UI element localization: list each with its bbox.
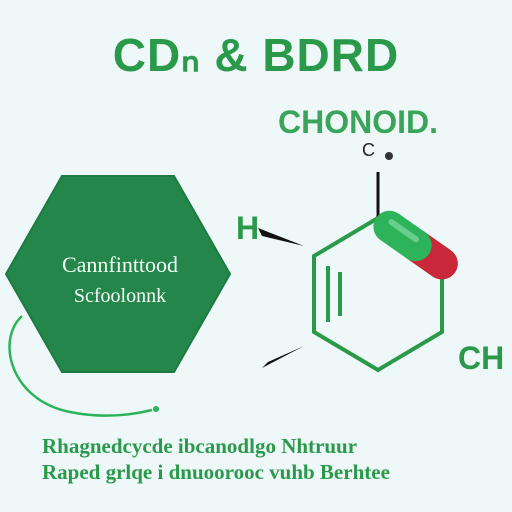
caption-line2: Raped grlqe i dnuoorooc vuhb Berhtee — [42, 460, 390, 484]
hexagon-text-line2: Scfoolonnk — [73, 285, 167, 307]
capsule-green — [373, 210, 432, 262]
top-atom-dot — [385, 152, 393, 160]
swoosh-arc — [8, 315, 153, 417]
wedge-bond-lower — [262, 346, 304, 368]
caption-line1: Rhagnedcycde ibcanodlgo Nhtruur — [42, 434, 358, 458]
atom-label-top: C — [362, 140, 375, 160]
hexagon-badge — [4, 175, 232, 373]
atom-label-h: H — [236, 210, 260, 246]
capsule-group — [373, 210, 458, 280]
swoosh-dot — [153, 406, 159, 412]
capsule-highlight — [388, 219, 420, 243]
wedge-bond-left — [258, 228, 304, 246]
molecule-name: CHONOID. — [278, 104, 438, 140]
page-title: CDₙ & BDRD — [112, 29, 400, 81]
atom-label-ch: CH — [458, 340, 505, 376]
hexagon-text-line1: Cannfinttood — [61, 252, 179, 277]
